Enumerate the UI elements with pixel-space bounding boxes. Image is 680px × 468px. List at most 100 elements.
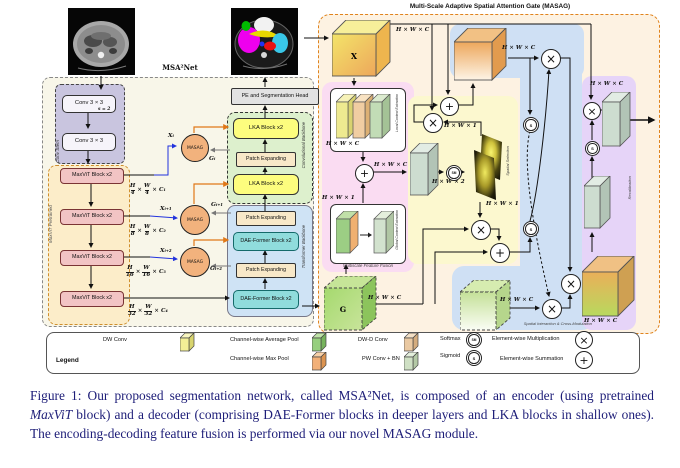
lka-block-1: LKA Block x2 <box>233 118 299 139</box>
global-context-slabs <box>336 211 394 254</box>
select-mult-op: × <box>423 113 443 133</box>
global-context-label: Global Context Extraction <box>395 210 399 250</box>
g-cube-label: G <box>340 305 346 314</box>
multiply-icon: × <box>545 52 557 66</box>
hw2-slab <box>410 143 439 196</box>
masag-node-3: MASAG <box>180 247 210 277</box>
legend-sum-label: Element-wise Summation <box>500 356 564 362</box>
hw2-dim-label: H × W × 2 <box>432 179 465 185</box>
net-title: MSA²Net <box>162 63 198 72</box>
modulated-dim-label: H × W × C <box>500 297 534 303</box>
maxvit-pretrained-label: MaxViT Pretrained <box>48 205 53 243</box>
multiply-icon: × <box>475 223 487 237</box>
multiply-icon: × <box>427 116 439 130</box>
legend-dw-swatch <box>180 333 195 352</box>
transformer-backbone-label: Transformer Backbone <box>301 225 306 269</box>
maps-out-dim: H × W × 1 <box>486 201 519 207</box>
plus-icon: + <box>359 167 370 180</box>
gate-x1-label: Xᵢ <box>168 133 174 139</box>
legend-softmax-label: Softmax <box>440 336 461 342</box>
legend-avg-label2: Channel-wise Average Pool <box>230 337 299 343</box>
caption-part2: block) and a decoder (comprising DAE-For… <box>30 407 654 442</box>
segmentation-output-image <box>231 8 298 75</box>
gate-g1-label: Gᵢ <box>209 156 216 162</box>
fusion-out-dim: H × W × C <box>374 162 408 168</box>
xpath-mult-op: × <box>541 49 561 69</box>
stride-label: s = 2 <box>98 107 111 112</box>
g-dim-label: H × W × C <box>368 295 402 301</box>
legend-pw-swatch <box>404 352 419 371</box>
sigmoid-op-2: S <box>523 221 539 237</box>
gate-g2-label: Gᵢ₊₁ <box>211 202 223 208</box>
maxvit-block-4: MaxViT Block x2 <box>60 291 124 307</box>
conv1-label: Conv 3 × 3 <box>74 100 104 107</box>
legend-dw-label: DW Conv <box>103 337 127 343</box>
maxvit-block-2: MaxViT Block x2 <box>60 209 124 225</box>
crossmod-mult-op-1: × <box>542 299 562 319</box>
lka-block-2: LKA Block x2 <box>233 174 299 195</box>
legend-sigmoid-label: Sigmoid <box>440 353 461 359</box>
select-sum-op: + <box>440 97 459 116</box>
caption-part1: Figure 1: Our proposed segmentation netw… <box>30 388 654 403</box>
modulated-cube <box>460 280 511 331</box>
legend-max-label: Channel-wise Max Pool <box>230 356 289 362</box>
legend-sum-icon: + <box>575 351 593 369</box>
legend-dwd-swatch <box>404 333 419 352</box>
sigmoid-op-1: S <box>523 117 539 133</box>
multiply-icon: × <box>587 104 597 118</box>
patch-expanding-label: Patch Expanding <box>245 155 287 162</box>
maxvit-block-3: MaxViT Block x2 <box>60 250 124 266</box>
recal-mid-slab <box>584 176 611 229</box>
masag-node-label: MASAG <box>187 259 203 265</box>
multiply-icon: × <box>565 277 577 291</box>
recalibrated-cube <box>582 256 635 318</box>
x-dim-label: H × W × C <box>396 27 430 33</box>
dae-former-label: DAE-Former Block x2 <box>240 237 292 244</box>
gate-x3-label: Xᵢ₊₂ <box>160 248 172 254</box>
gate-x2-label: Xᵢ₊₁ <box>160 206 172 212</box>
patch-expanding-label: Patch Expanding <box>245 266 287 273</box>
lka-label: LKA Block x2 <box>248 124 284 131</box>
dae-former-block-1: DAE-Former Block x2 <box>233 232 299 251</box>
masag-panel-title: Multi-Scale Adaptive Spatial Attention G… <box>409 3 571 10</box>
multiply-icon: × <box>546 302 558 316</box>
maxvit-block-label: MaxViT Block x2 <box>72 213 112 220</box>
masag-node-label: MASAG <box>187 145 203 151</box>
conv2-block: Conv 3 × 3 <box>62 133 116 151</box>
connection-arrows <box>85 23 656 311</box>
crossmod-mult-op-2: × <box>561 274 581 294</box>
legend-mult-icon: × <box>575 331 593 349</box>
legend-softmax-icon: SM <box>466 332 482 348</box>
local-context-label: Local Context Extraction <box>395 94 399 132</box>
gate-g3-label: Gᵢ₊₂ <box>210 266 222 272</box>
recal-out-slab <box>602 92 631 147</box>
gate-sum-op: + <box>490 243 510 263</box>
recalibration-label: Recalibration <box>627 176 632 200</box>
local-dim-label: H × W × C <box>326 141 360 147</box>
ct-input-image <box>68 8 135 75</box>
plus-icon: + <box>494 246 506 260</box>
masag-node-2: MASAG <box>180 205 210 235</box>
maxvit-block-label: MaxViT Block x2 <box>72 172 112 179</box>
patch-expanding-label: Patch Expanding <box>245 214 287 221</box>
legend-bar <box>46 332 640 374</box>
maxvit-block-1: MaxViT Block x2 <box>60 168 124 184</box>
recal-dim-top: H × W × C <box>590 81 624 87</box>
plus-icon: + <box>444 100 455 113</box>
dae-former-block-2: DAE-Former Block x2 <box>233 290 299 309</box>
masag-node-1: MASAG <box>181 134 209 162</box>
spatial-selection-label: Spatial Selection <box>505 146 510 176</box>
attention-cube <box>454 28 507 82</box>
lka-label: LKA Block x2 <box>248 180 284 187</box>
local-context-slabs <box>336 94 391 139</box>
legend-mult-label: Element-wise Multiplication <box>492 336 560 342</box>
segmentation-head-label: PE and Segmentation Head <box>241 92 309 99</box>
select-dim-label: H × W × 1 <box>444 123 477 129</box>
legend-sigmoid-icon: S <box>466 350 482 366</box>
legend-dwd-label: DW-D Conv <box>358 337 388 343</box>
softmax-icon: SM <box>448 167 460 179</box>
